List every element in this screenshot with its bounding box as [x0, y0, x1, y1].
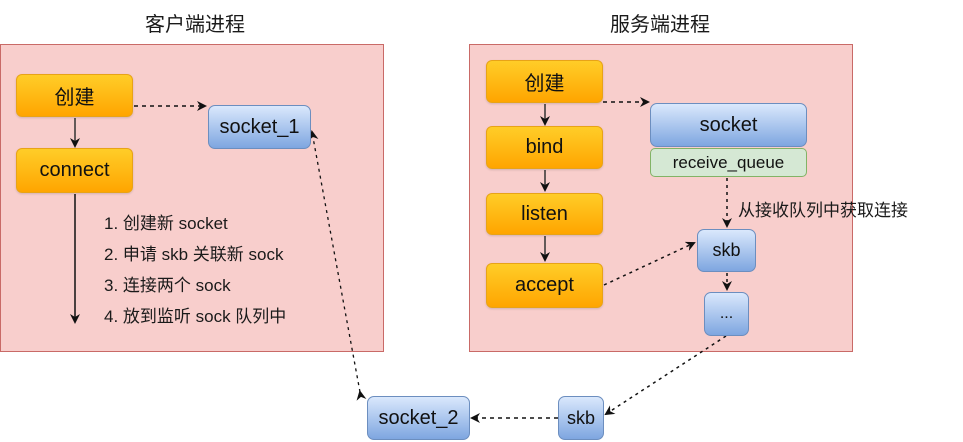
client-connect-step: connect — [16, 148, 133, 193]
socket2-box: socket_2 — [367, 396, 470, 440]
server-listen-step: listen — [486, 193, 603, 235]
server-title: 服务端进程 — [610, 14, 710, 36]
server-bind-step: bind — [486, 126, 603, 169]
client-socket-box: socket_1 — [208, 105, 311, 149]
client-note-4: 4. 放到监听 sock 队列中 — [104, 307, 287, 326]
client-note-3: 3. 连接两个 sock — [104, 276, 231, 295]
server-socket-box: socket — [650, 103, 807, 147]
server-create-step: 创建 — [486, 60, 603, 103]
server-more-box: ... — [704, 292, 749, 336]
queue-note: 从接收队列中获取连接 — [738, 201, 908, 220]
arrow-socket2-socket1 — [308, 130, 367, 401]
client-create-step: 创建 — [16, 74, 133, 117]
arrow-more-skb-bottom — [604, 335, 727, 416]
client-title: 客户端进程 — [145, 14, 245, 36]
bottom-skb-box: skb — [558, 396, 604, 440]
server-skb-box: skb — [697, 229, 756, 272]
receive-queue-box: receive_queue — [650, 148, 807, 177]
client-note-1: 1. 创建新 socket — [104, 214, 228, 233]
server-accept-step: accept — [486, 263, 603, 308]
client-note-2: 2. 申请 skb 关联新 sock — [104, 245, 284, 264]
arrow-accept-skb — [603, 241, 696, 286]
